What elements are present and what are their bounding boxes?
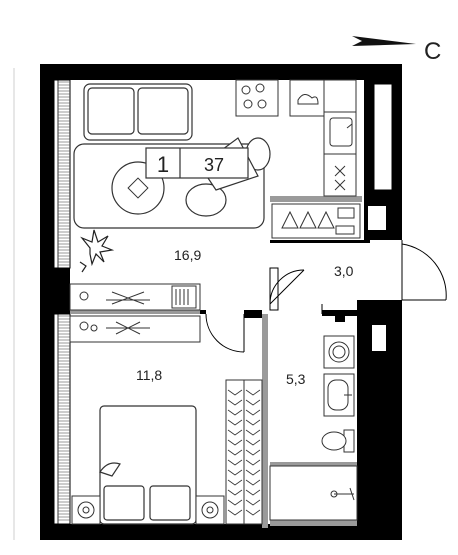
washing-machine-icon <box>323 335 355 369</box>
sink-icon <box>329 117 353 147</box>
toilet-icon <box>321 429 355 453</box>
interior-partitions <box>70 196 370 528</box>
sofa-icon <box>83 83 193 141</box>
tv-stand-icon <box>69 283 201 311</box>
kitchen-counter <box>235 79 357 197</box>
door-swing-icon[interactable] <box>205 243 447 353</box>
room-area-bedroom: 11,8 <box>136 367 162 383</box>
nightstand-icon <box>71 495 225 525</box>
compass-arrow-icon <box>352 36 416 46</box>
room-area-bathroom: 5,3 <box>286 371 306 387</box>
shower-icon <box>269 465 358 521</box>
window-bedroom <box>53 313 71 525</box>
plant-icon <box>79 229 115 273</box>
desk-bedroom <box>69 315 201 343</box>
compass-label: С <box>424 38 441 65</box>
room-area-living-kitchen: 16,9 <box>174 247 201 263</box>
washbasin-icon <box>323 373 355 417</box>
apartment-number: 37 <box>204 155 224 175</box>
compass: С <box>352 36 441 65</box>
room-area-hall: 3,0 <box>334 263 354 279</box>
bed-icon <box>99 405 197 525</box>
window-living <box>53 79 71 269</box>
rooms-count: 1 <box>157 152 169 177</box>
wardrobe-icon <box>271 203 361 239</box>
bedroom-wardrobe <box>225 379 263 525</box>
oven-icon <box>334 165 346 191</box>
apartment-label: 1 37 <box>145 147 249 179</box>
